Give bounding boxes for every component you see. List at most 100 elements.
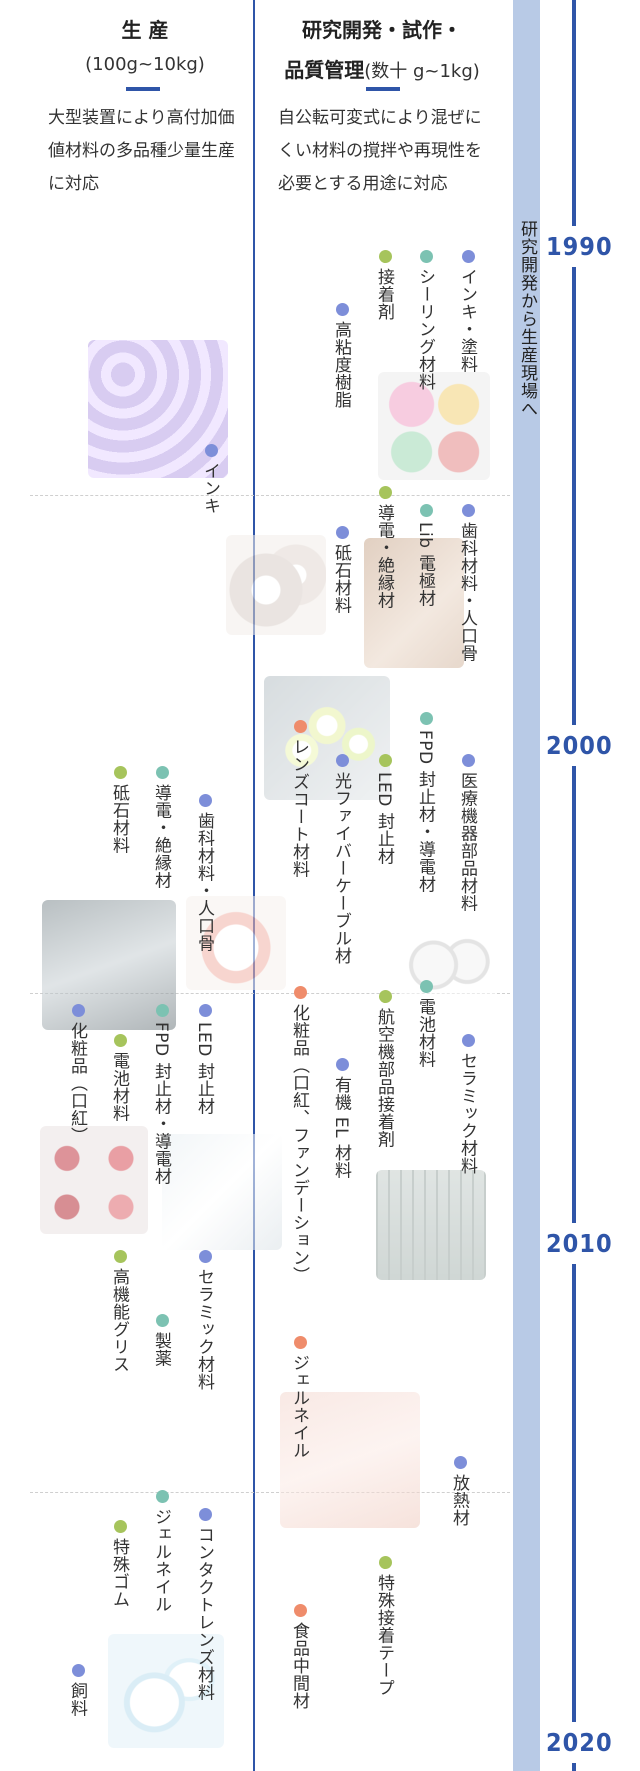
- decade-divider: [30, 1492, 510, 1493]
- application-item: インキ: [200, 462, 220, 515]
- production-range: (100g~10kg): [85, 54, 205, 75]
- legend-dot: [454, 1456, 467, 1469]
- application-item: 製薬: [151, 1332, 171, 1367]
- legend-dot: [379, 250, 392, 263]
- legend-dot: [199, 1508, 212, 1521]
- legend-dot: [462, 504, 475, 517]
- application-item: Lib 電極材: [415, 522, 435, 607]
- legend-dot: [336, 1058, 349, 1071]
- application-item: 電池材料: [415, 998, 435, 1068]
- gel-nail-image: [280, 1392, 420, 1528]
- legend-dot: [379, 754, 392, 767]
- application-item: ジェルネイル: [151, 1508, 171, 1613]
- timeline-band: [513, 0, 540, 1771]
- timeline-label: 研究開発から生産現場へ: [517, 220, 537, 418]
- application-item: 歯科材料・人口骨: [457, 522, 477, 662]
- coin-cells-image: [400, 930, 496, 1000]
- legend-dot: [379, 990, 392, 1003]
- year-label: 2000: [546, 725, 612, 766]
- legend-dot: [379, 1556, 392, 1569]
- production-description: 大型装置により高付加価値材料の多品種少量生産に対応: [48, 108, 235, 194]
- application-item: 高粘度樹脂: [331, 321, 351, 409]
- application-item: 光ファイバーケーブル材: [331, 772, 351, 965]
- paint-cans-image: [378, 372, 490, 480]
- research-title-line1: 研究開発・試作・: [302, 18, 462, 42]
- legend-dot: [156, 766, 169, 779]
- legend-dot: [462, 250, 475, 263]
- legend-dot: [114, 766, 127, 779]
- legend-dot: [462, 1034, 475, 1047]
- application-item: 歯科材料・人口骨: [194, 812, 214, 952]
- legend-dot: [199, 1004, 212, 1017]
- application-item: 砥石材料: [331, 544, 351, 614]
- application-item: インキ・塗料: [457, 268, 477, 373]
- legend-dot: [294, 1604, 307, 1617]
- legend-dot: [114, 1520, 127, 1533]
- legend-dot: [336, 526, 349, 539]
- application-item: 放熱材: [449, 1474, 469, 1527]
- legend-dot: [420, 712, 433, 725]
- application-item: 航空機部品接着剤: [374, 1008, 394, 1148]
- research-range: (数十 g~1kg): [364, 61, 480, 82]
- application-item: 導電・絶縁材: [374, 504, 394, 609]
- application-item: FPD 封止材・導電材: [151, 1022, 171, 1186]
- production-title: 生 産: [121, 18, 169, 42]
- application-item: セラミック材料: [457, 1052, 477, 1175]
- year-axis-line: [572, 0, 576, 1771]
- research-title: 品質管理: [284, 58, 365, 82]
- research-description: 自公転可変式により混ぜにくい材料の撹拌や再現性を必要とする用途に対応: [278, 108, 482, 194]
- application-item: 接着剤: [374, 268, 394, 321]
- application-item: 飼料: [67, 1682, 87, 1717]
- lipsticks-image: [40, 1126, 148, 1234]
- legend-dot: [72, 1664, 85, 1677]
- application-item: 特殊接着テープ: [374, 1574, 394, 1697]
- legend-dot: [72, 1004, 85, 1017]
- application-item: ジェルネイル: [289, 1354, 309, 1459]
- legend-dot: [420, 504, 433, 517]
- legend-dot: [336, 754, 349, 767]
- legend-dot: [205, 444, 218, 457]
- dentures-image: [186, 896, 286, 990]
- circuit-board-image: [376, 1170, 486, 1280]
- application-item: 医療機器部品材料: [457, 772, 477, 912]
- legend-dot: [294, 986, 307, 999]
- grinding-wheels-image: [226, 535, 326, 635]
- legend-dot: [156, 1314, 169, 1327]
- year-label: 1990: [546, 226, 612, 267]
- legend-dot: [199, 794, 212, 807]
- application-item: LED 封止材: [194, 1022, 214, 1116]
- column-divider: [253, 0, 255, 1771]
- legend-dot: [156, 1490, 169, 1503]
- application-item: レンズコート材料: [289, 738, 309, 878]
- legend-dot: [379, 486, 392, 499]
- application-item: 導電・絶縁材: [151, 784, 171, 889]
- research-title-line2: 品質管理(数十 g~1kg): [262, 54, 502, 83]
- application-item: LED 封止材: [374, 772, 394, 866]
- research-underline: [366, 87, 400, 91]
- contact-lens-image: [108, 1634, 224, 1748]
- application-item: コンタクトレンズ材料: [194, 1526, 214, 1701]
- legend-dot: [114, 1250, 127, 1263]
- application-item: 砥石材料: [109, 784, 129, 854]
- year-label: 2020: [546, 1722, 612, 1763]
- legend-dot: [199, 1250, 212, 1263]
- capacitor-board-image: [42, 900, 176, 1030]
- ink-swatches-image: [88, 340, 228, 478]
- legend-dot: [156, 1004, 169, 1017]
- electrode-roll-image: [364, 538, 464, 668]
- legend-dot: [420, 980, 433, 993]
- application-item: 有機 EL 材料: [331, 1076, 351, 1180]
- application-item: 化粧品（口紅）: [67, 1022, 87, 1145]
- application-item: 特殊ゴム: [109, 1538, 129, 1608]
- application-item: 高機能グリス: [109, 1268, 129, 1373]
- legend-dot: [294, 720, 307, 733]
- production-underline: [126, 87, 160, 91]
- legend-dot: [336, 303, 349, 316]
- application-item: 食品中間材: [289, 1622, 309, 1710]
- decade-divider: [30, 993, 510, 994]
- application-item: セラミック材料: [194, 1268, 214, 1391]
- legend-dot: [420, 250, 433, 263]
- smartphone-image: [162, 1134, 282, 1250]
- legend-dot: [294, 1336, 307, 1349]
- year-label: 2010: [546, 1223, 612, 1264]
